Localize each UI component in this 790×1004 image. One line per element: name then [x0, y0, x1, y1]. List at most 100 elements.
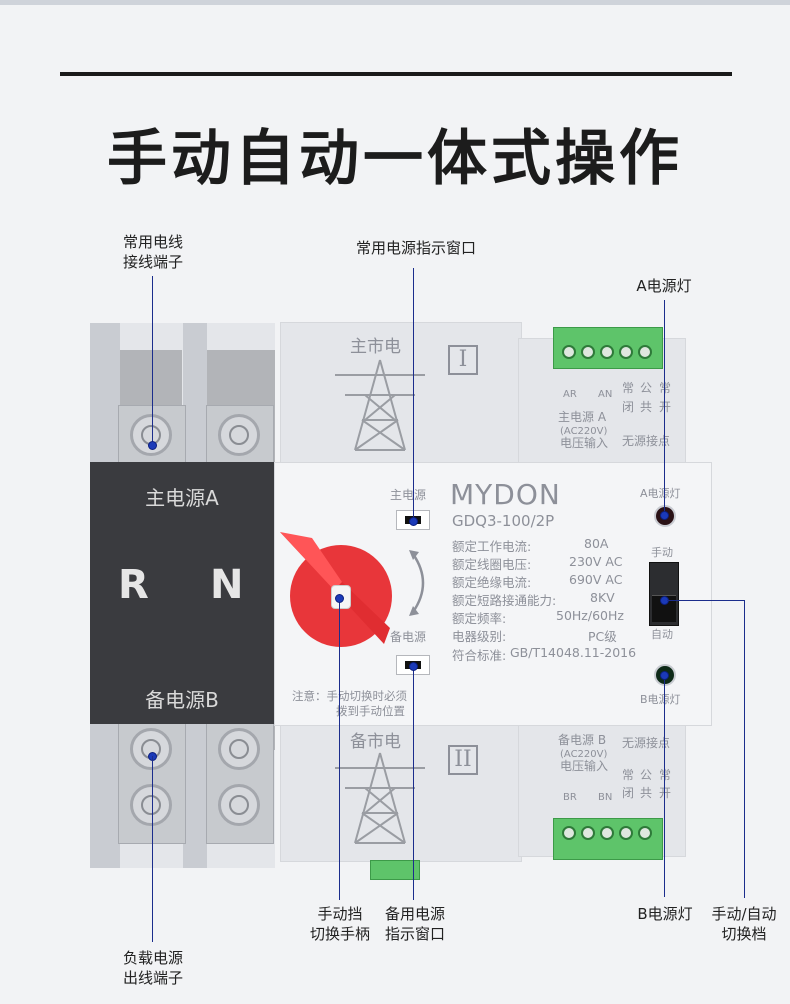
manual-label: 手动: [651, 546, 673, 559]
bottom-nc1: 常: [622, 768, 635, 782]
led-b-device-label: B电源灯: [640, 693, 681, 706]
page-title: 手动自动一体式操作: [107, 124, 683, 194]
panel-r-letter: R: [118, 562, 149, 608]
screw-icon: [218, 784, 260, 826]
screw-icon: [581, 345, 595, 359]
screw-icon: [562, 345, 576, 359]
screw-icon: [130, 784, 172, 826]
roman-two-mark: II: [448, 745, 478, 775]
spec-key: 额定频率:: [452, 611, 507, 626]
spec-key: 额定短路接通能力:: [452, 593, 557, 608]
power-tower-icon: [335, 359, 425, 451]
bottom-tab: [370, 860, 420, 880]
spec-key: 额定线圈电压:: [452, 557, 532, 572]
callout-text: 手动/自动: [711, 905, 777, 923]
callout-line: [744, 600, 745, 898]
top-an: AN: [598, 389, 613, 400]
callout-handle: 手动挡 切换手柄: [300, 904, 380, 944]
callout-load-terminal: 负载电源 出线端子: [108, 948, 198, 988]
spec-key: 电器级别:: [452, 629, 507, 644]
callout-text: 出线端子: [122, 969, 183, 987]
led-a-device-label: A电源灯: [640, 487, 681, 500]
callout-text: 接线端子: [122, 253, 183, 271]
top-nc1: 常: [622, 381, 635, 395]
bottom-ac220: (AC220V): [560, 749, 608, 760]
bottom-no2: 共: [640, 786, 653, 800]
auto-label: 自动: [651, 628, 673, 641]
callout-line: [339, 597, 340, 900]
roman-one-mark: I: [448, 345, 478, 375]
main-power-window-label: 主电源: [390, 488, 427, 502]
callout-text: 备用电源: [384, 905, 445, 923]
spec-value: GB/T14048.11-2016: [510, 645, 637, 660]
note-line-1: 注意：手动切换时必须: [292, 689, 407, 703]
rn-panel: [90, 462, 274, 724]
screw-icon: [619, 826, 633, 840]
callout-main-window: 常用电源指示窗口: [355, 239, 476, 257]
callout-dot: [660, 511, 669, 520]
callout-mode-switch: 手动/自动 切换档: [702, 904, 786, 944]
callout-dot: [660, 671, 669, 680]
panel-backup-power-b: 备电源B: [145, 688, 219, 712]
screw-icon: [562, 826, 576, 840]
callout-backup-window: 备用电源 指示窗口: [375, 904, 455, 944]
top-no3: 开: [659, 400, 672, 414]
spec-value: 230V AC: [569, 554, 623, 569]
callout-text: 指示窗口: [384, 925, 445, 943]
top-nc3: 常: [659, 381, 672, 395]
brand-name: MYDON: [450, 478, 561, 511]
bottom-no3: 开: [659, 786, 672, 800]
note-line-2: 拨到手动位置: [336, 704, 405, 718]
top-dry-contact: 无源接点: [622, 434, 671, 448]
callout-line: [413, 666, 414, 900]
callout-line: [664, 300, 665, 514]
top-source-a: 主电源 A: [558, 410, 607, 424]
screw-icon: [638, 345, 652, 359]
spec-key: 额定绝缘电流:: [452, 575, 532, 590]
screw-icon: [600, 345, 614, 359]
spec-value: 80A: [584, 536, 609, 551]
top-nc2: 公: [640, 381, 653, 395]
spec-value: 8KV: [590, 590, 615, 605]
screw-icon: [218, 728, 260, 770]
spec-value: 690V AC: [569, 572, 623, 587]
callout-line: [152, 756, 153, 942]
bottom-bn: BN: [598, 792, 613, 803]
spec-key: 符合标准:: [452, 648, 507, 663]
title-rule: [60, 72, 732, 76]
callout-line: [152, 276, 153, 444]
rotate-arrow-icon: [409, 550, 425, 616]
callout-led-b: B电源灯: [637, 905, 693, 923]
spec-value: 50Hz/60Hz: [556, 608, 624, 623]
power-tower-icon: [335, 752, 425, 844]
callout-text: 负载电源: [122, 949, 183, 967]
callout-text: 切换档: [721, 925, 767, 943]
top-ac220: (AC220V): [560, 426, 608, 437]
callout-line: [413, 268, 414, 520]
top-border: [0, 0, 790, 5]
main-grid-label: 主市电: [350, 337, 401, 357]
top-no2: 共: [640, 400, 653, 414]
spec-value: PC级: [588, 629, 617, 644]
top-ar: AR: [563, 389, 577, 400]
top-voltage-input: 电压输入: [560, 436, 609, 450]
backup-power-window-label: 备电源: [390, 630, 427, 644]
screw-icon: [581, 826, 595, 840]
bottom-br: BR: [563, 792, 577, 803]
panel-n-letter: N: [210, 562, 244, 608]
screw-icon: [600, 826, 614, 840]
screw-icon: [638, 826, 652, 840]
callout-dot: [335, 594, 344, 603]
callout-dot: [409, 517, 418, 526]
backup-grid-label: 备市电: [350, 732, 401, 752]
callout-text: 常用电线: [122, 233, 183, 251]
bottom-nc2: 公: [640, 768, 653, 782]
screw-icon: [130, 728, 172, 770]
bottom-source-b: 备电源 B: [558, 733, 607, 747]
callout-text: 切换手柄: [309, 925, 370, 943]
bottom-no1: 闭: [622, 786, 635, 800]
bottom-dry-contact: 无源接点: [622, 736, 671, 750]
callout-line: [667, 600, 744, 601]
callout-dot: [409, 662, 418, 671]
